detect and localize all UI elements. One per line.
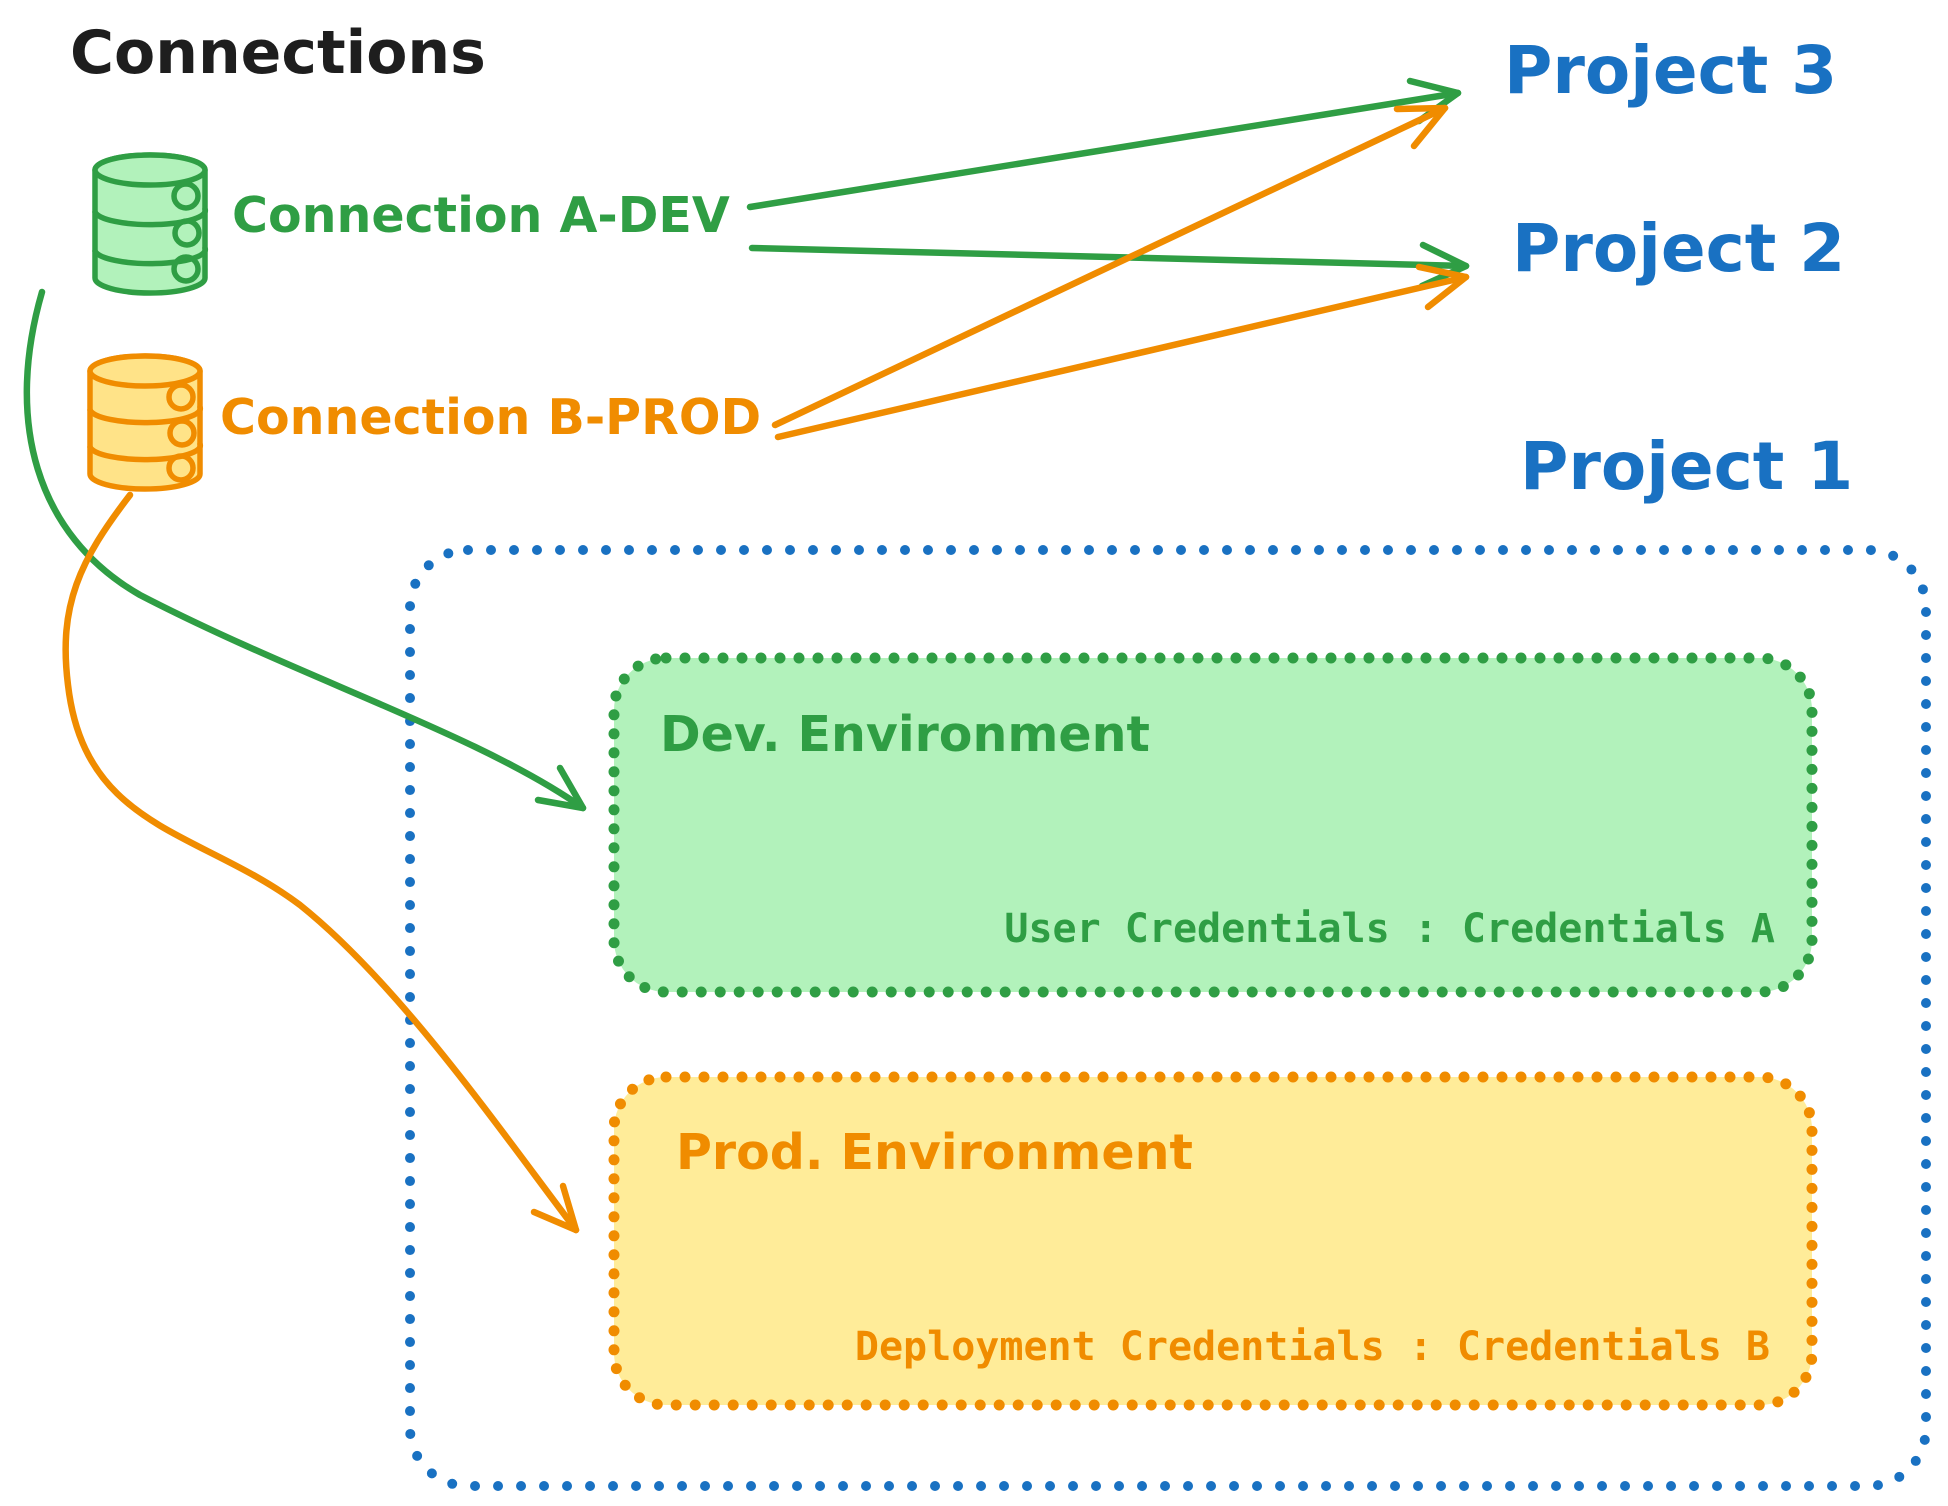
- arrow-a-dev-to-dev-environment: [23, 288, 587, 812]
- connection-a-dev-label: Connection A-DEV: [232, 187, 730, 244]
- prod-environment-box: [608, 1071, 1818, 1411]
- arrow-a-dev-to-project3: [746, 77, 1462, 211]
- project2-label: Project 2: [1512, 210, 1846, 287]
- dev-environment-box: [608, 652, 1818, 998]
- b-prod-database-icon: [87, 353, 204, 492]
- prod-environment-title: Prod. Environment: [676, 1124, 1193, 1181]
- prod-environment-credentials-text: Deployment Credentials : Credentials B: [854, 1324, 1770, 1370]
- a-dev-database-icon: [92, 152, 209, 296]
- arrow-b-prod-to-project2: [774, 263, 1470, 441]
- arrow-b-prod-to-prod-environment: [62, 491, 580, 1234]
- project3-label: Project 3: [1504, 32, 1838, 109]
- arrow-a-dev-to-project2: [748, 241, 1470, 290]
- arrow-b-prod-to-project3: [771, 104, 1449, 429]
- connections-heading: Connections: [70, 18, 486, 88]
- project1-label: Project 1: [1520, 428, 1854, 505]
- dev-environment-credentials-text: User Credentials : Credentials A: [1004, 906, 1775, 952]
- dev-environment-title: Dev. Environment: [660, 706, 1150, 763]
- connection-b-prod-label: Connection B-PROD: [220, 389, 762, 446]
